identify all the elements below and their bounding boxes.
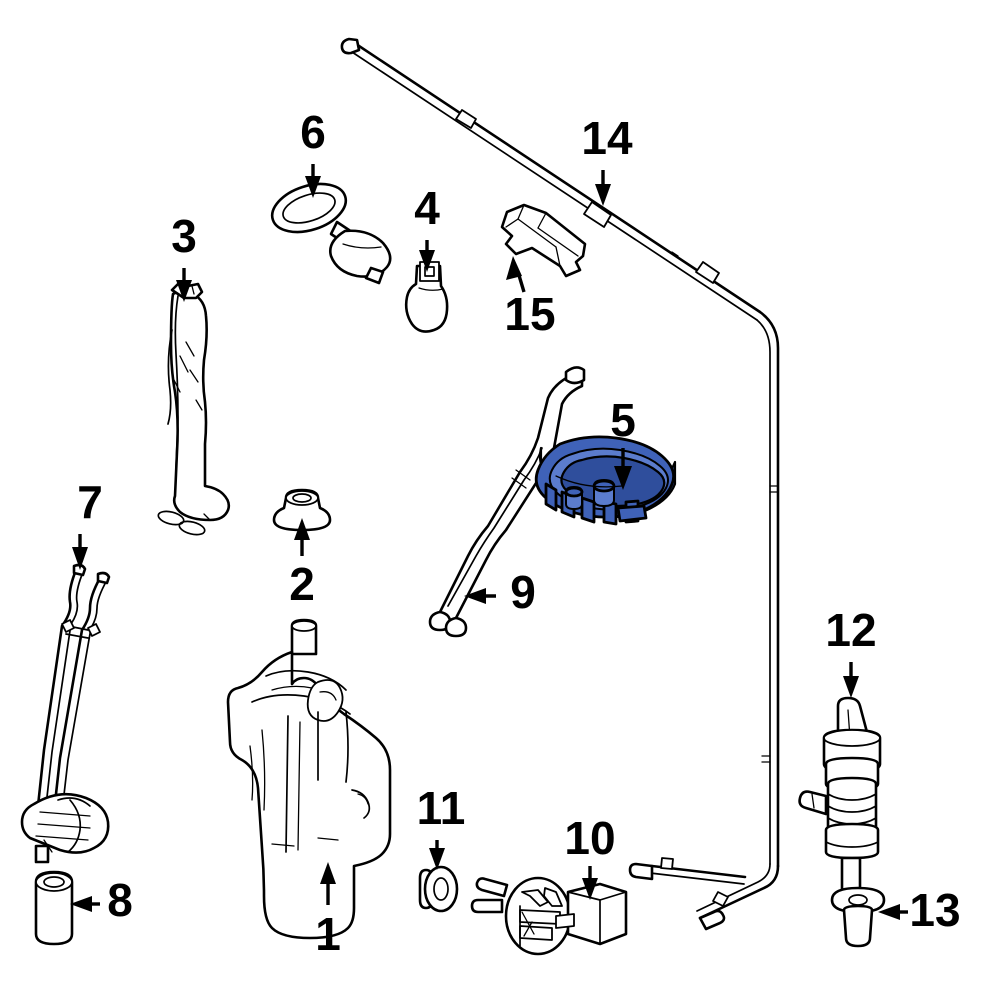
callout-number-8: 8 — [107, 874, 133, 926]
part-10-washer-pump-motor[interactable] — [470, 876, 628, 956]
part-7-washer-hose-assembly-left[interactable] — [20, 563, 111, 864]
callout-number-11: 11 — [417, 782, 466, 834]
arrow-to-part-4 — [419, 240, 435, 272]
callout-number-12: 12 — [825, 604, 876, 656]
part-14-washer-hose-line[interactable] — [340, 37, 780, 931]
callout-number-7: 7 — [77, 476, 103, 528]
arrow-to-part-14 — [595, 170, 611, 206]
callout-number-9: 9 — [510, 566, 536, 618]
arrow-to-part-12 — [843, 662, 859, 698]
arrow-to-part-11 — [429, 840, 445, 870]
arrow-to-part-7 — [72, 534, 88, 570]
arrow-to-part-5 — [614, 448, 632, 490]
arrow-to-part-3 — [176, 268, 192, 302]
part-2-reservoir-grommet[interactable] — [272, 488, 332, 532]
arrow-to-part-13 — [878, 904, 908, 920]
arrow-to-part-1 — [320, 862, 336, 905]
callout-number-5: 5 — [610, 394, 636, 446]
arrow-to-part-10 — [582, 866, 598, 900]
callout-number-2: 2 — [289, 558, 315, 610]
part-13-mounting-grommet-plug[interactable] — [830, 886, 886, 948]
callout-numbers: 1 2 3 4 5 6 7 8 9 10 11 12 13 14 15 — [77, 106, 960, 960]
part-3-filler-neck-bracket[interactable] — [157, 282, 231, 537]
part-4-filler-cap[interactable] — [404, 261, 449, 333]
part-8-hose-sleeve[interactable] — [34, 870, 74, 946]
callout-number-13: 13 — [909, 884, 960, 936]
callout-number-15: 15 — [504, 288, 555, 340]
callout-number-4: 4 — [414, 182, 440, 234]
arrow-to-part-9 — [464, 588, 496, 604]
callout-number-3: 3 — [171, 210, 197, 262]
callout-number-14: 14 — [581, 112, 633, 164]
part-1-washer-fluid-reservoir[interactable] — [226, 618, 392, 940]
part-12-headlamp-washer-pump[interactable] — [798, 696, 882, 892]
arrow-to-part-8 — [70, 896, 100, 912]
callout-arrows — [70, 164, 908, 920]
callout-number-10: 10 — [564, 812, 615, 864]
part-15-hose-retaining-clip[interactable] — [500, 203, 587, 278]
part-11-pump-seal-grommet[interactable] — [418, 865, 459, 913]
part-6-filler-tube-seal[interactable] — [266, 175, 392, 285]
arrow-to-part-15 — [506, 256, 526, 293]
callout-number-1: 1 — [315, 908, 341, 960]
part-5-washer-nozzle-housing[interactable] — [534, 435, 677, 526]
arrow-to-part-2 — [294, 518, 310, 556]
arrow-to-part-6 — [305, 164, 321, 198]
callout-number-6: 6 — [300, 106, 326, 158]
